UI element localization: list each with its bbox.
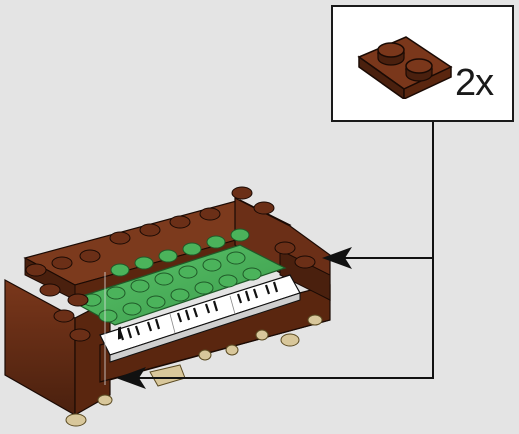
piano-model [4, 186, 331, 427]
part-quantity-label: 2x [455, 62, 494, 104]
arrow-to-right-block [322, 247, 352, 269]
arrow-to-left-block [116, 367, 146, 389]
brown-plate-1x2-icon [357, 36, 453, 99]
callout-connector [124, 122, 434, 383]
parts-callout-box [331, 5, 514, 122]
